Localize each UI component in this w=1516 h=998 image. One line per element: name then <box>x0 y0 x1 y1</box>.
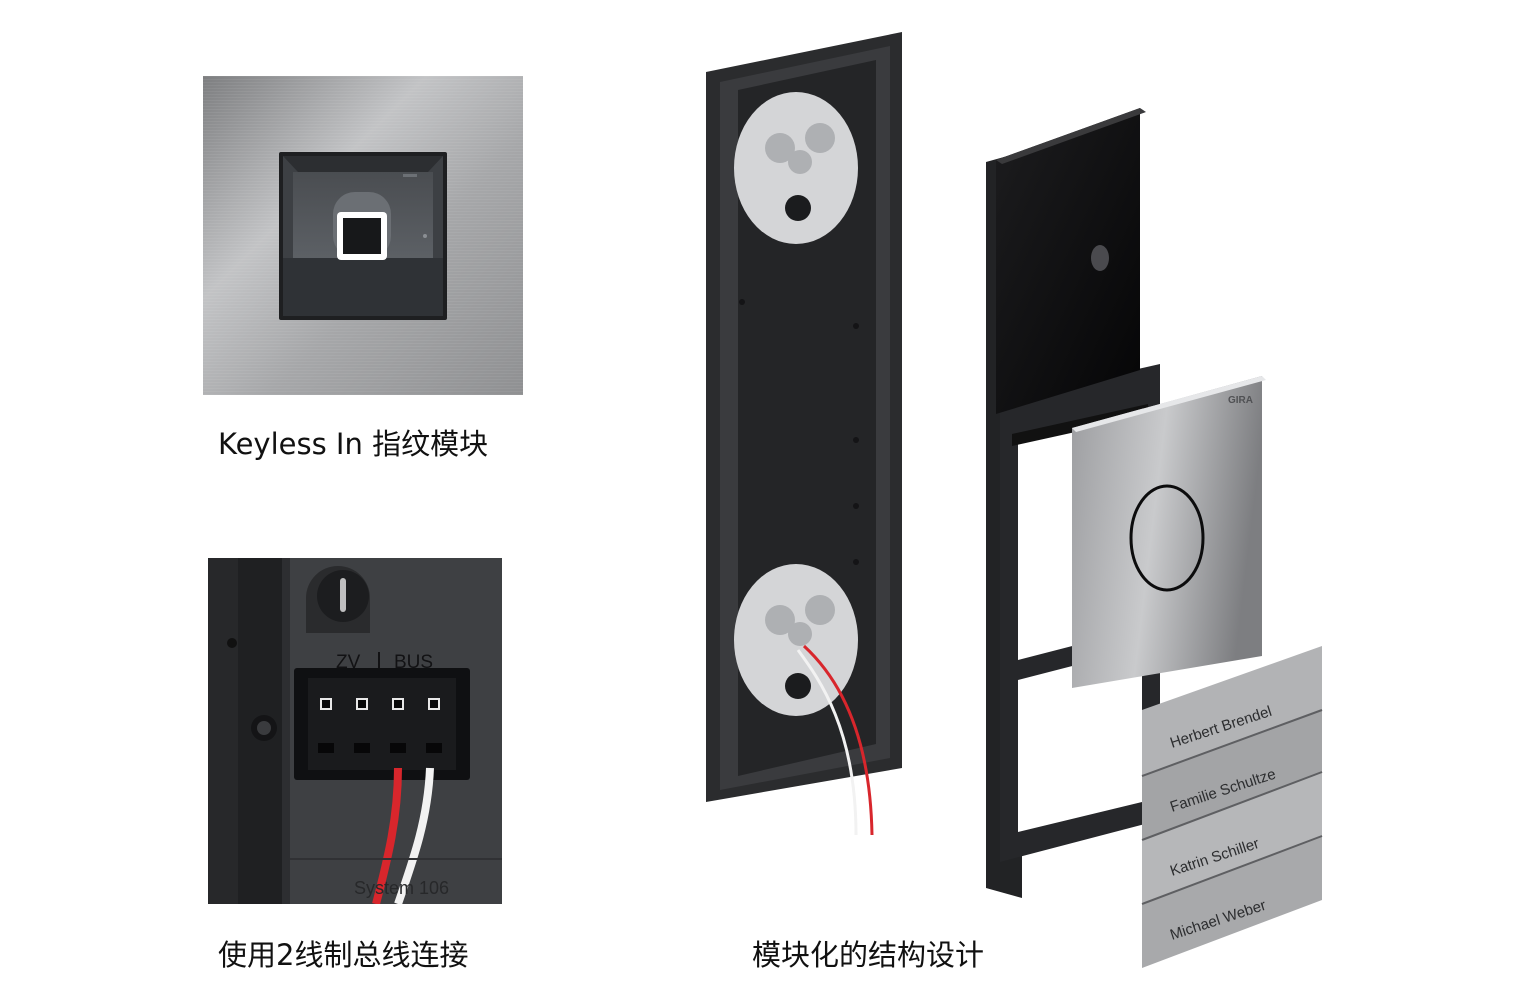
caption-fingerprint-module: Keyless In 指纹模块 <box>218 427 489 461</box>
connector-label-zv: ZV <box>336 652 361 673</box>
bell-push-module: GIRA <box>1072 376 1266 688</box>
brand-logo: GIRA <box>1228 395 1253 406</box>
fingerprint-module-photo <box>203 76 523 395</box>
back-housing <box>706 32 902 836</box>
caption-two-wire-bus: 使用2线制总线连接 <box>218 938 469 972</box>
two-wire-connector-photo: ZV BUS System 106 <box>208 558 502 906</box>
connector-system-label: System 106 <box>354 878 449 898</box>
glass-camera-panel <box>996 108 1146 414</box>
fingerprint-sensor-icon <box>333 192 391 260</box>
connector-label-bus: BUS <box>394 652 433 673</box>
caption-modular-design: 模块化的结构设计 <box>752 938 985 972</box>
name-plate-stack: Herbert Brendel Familie Schultze Katrin … <box>1141 646 1323 968</box>
modular-assembly-illustration: GIRA Herbert Brendel Familie Schultze Ka… <box>680 20 1516 980</box>
call-button-ring-icon <box>1129 484 1205 592</box>
